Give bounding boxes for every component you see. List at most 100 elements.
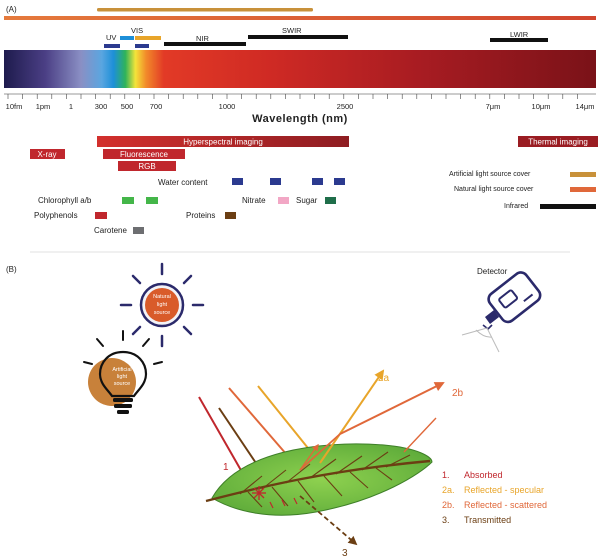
legend-artificial-label: Artificial light source cover xyxy=(449,171,531,178)
vis-lower-marker xyxy=(135,44,149,48)
scatter-arrow-2 xyxy=(403,417,437,453)
artificial-light-coverage-bar xyxy=(97,8,313,12)
legend-b-1-text: Absorbed xyxy=(464,470,503,480)
xray-bar xyxy=(30,149,65,159)
xray-label: X-ray xyxy=(37,150,56,159)
natural-source-line-3: source xyxy=(154,310,171,316)
detector-fov-arc xyxy=(475,329,493,338)
reflected-specular-ray xyxy=(319,369,385,464)
rgb-label: RGB xyxy=(138,162,155,171)
legend-infrared-label: Infrared xyxy=(504,203,528,210)
tick-label-7um: 7μm xyxy=(486,102,501,111)
leaf-veins xyxy=(239,451,411,508)
sugar-label: Sugar xyxy=(296,196,318,205)
natural-light-source: Natural light source xyxy=(119,262,205,348)
detector-lens xyxy=(485,310,499,324)
fluorescence-bar xyxy=(103,149,185,159)
vis-warm-marker xyxy=(135,36,161,40)
nir-band-marker xyxy=(164,42,246,46)
ray-label-specular: 2a xyxy=(378,373,390,384)
detector-fov-line-2 xyxy=(461,327,488,336)
bulb-base-3 xyxy=(117,410,129,414)
absorption-dashes xyxy=(269,497,298,509)
uv-band-marker xyxy=(104,44,120,48)
vis-blue-marker xyxy=(120,36,134,40)
detector-label: Detector xyxy=(477,267,508,276)
polyphenols-marker xyxy=(95,212,107,219)
thermal-imaging-bar xyxy=(518,136,598,147)
polyphenols-label: Polyphenols xyxy=(34,211,78,220)
thermal-imaging-label: Thermal imaging xyxy=(528,138,588,147)
hyperspectral-imaging-bar xyxy=(97,136,349,147)
water-marker-4 xyxy=(334,178,345,185)
wavelength-minor-ticks xyxy=(7,94,578,99)
sun-core xyxy=(145,288,179,322)
bulb-base-2 xyxy=(114,404,132,408)
tick-label-10um: 10μm xyxy=(532,102,551,111)
panel-b-label: (B) xyxy=(6,265,17,274)
panel-a-legend: Artificial light source cover Natural li… xyxy=(449,171,596,210)
wavelength-tick-labels: 10fm 1pm 1 300 500 700 1000 2500 7μm 10μ… xyxy=(6,102,595,111)
natural-light-coverage-bar xyxy=(4,16,596,20)
legend-b-1-num: 1. xyxy=(442,470,450,480)
artificial-source-line-2: light xyxy=(117,374,128,380)
scatter-arrow-1 xyxy=(299,443,319,471)
sun-rays xyxy=(119,262,205,348)
panel-b-legend: 1. Absorbed 2a. Reflected - specular 2b.… xyxy=(442,470,547,525)
tick-label-10fm: 10fm xyxy=(6,102,23,111)
absorption-burst xyxy=(252,486,266,500)
artificial-source-line-1: Artificial xyxy=(112,367,131,373)
swir-band-marker xyxy=(248,35,348,39)
chlorophyll-marker-2 xyxy=(146,197,158,204)
fluorescence-label: Fluorescence xyxy=(120,150,169,159)
ray-label-transmitted: 3 xyxy=(342,548,348,559)
hyperspectral-imaging-label: Hyperspectral imaging xyxy=(183,138,263,147)
band-label-lwir: LWIR xyxy=(510,30,529,39)
tick-label-14um: 14μm xyxy=(576,102,595,111)
band-label-swir: SWIR xyxy=(282,26,302,35)
water-marker-1 xyxy=(232,178,243,185)
artificial-source-line-3: source xyxy=(114,381,131,387)
chlorophyll-marker-1 xyxy=(122,197,134,204)
reflected-scattered-ray xyxy=(339,382,445,435)
legend-natural-swatch xyxy=(570,187,596,192)
detector: Detector xyxy=(461,267,542,353)
bulb-rays xyxy=(83,330,163,365)
legend-b-2a-num: 2a. xyxy=(442,485,455,495)
natural-source-line-1: Natural xyxy=(153,294,171,300)
lwir-band-marker xyxy=(490,38,548,42)
legend-infrared-swatch xyxy=(540,204,596,209)
sugar-marker xyxy=(325,197,336,204)
detector-screen xyxy=(498,289,518,309)
chlorophyll-label: Chlorophyll a/b xyxy=(38,196,92,205)
electromagnetic-spectrum-bar xyxy=(4,50,596,88)
water-marker-2 xyxy=(270,178,281,185)
bulb-glass xyxy=(98,350,148,398)
transmitted-ray xyxy=(299,495,358,546)
leaf xyxy=(205,443,433,516)
water-marker-3 xyxy=(312,178,323,185)
legend-b-3-num: 3. xyxy=(442,515,450,525)
ray-label-absorbed: 1 xyxy=(223,462,229,473)
legend-natural-label: Natural light source cover xyxy=(454,186,534,193)
reflected-scatter-segment xyxy=(299,433,341,471)
proteins-marker xyxy=(225,212,236,219)
detector-body xyxy=(487,271,542,324)
tick-label-1000: 1000 xyxy=(219,102,236,111)
band-label-vis: VIS xyxy=(131,26,143,35)
legend-b-2b-text: Reflected - scattered xyxy=(464,500,547,510)
carotene-label: Carotene xyxy=(94,226,127,235)
detector-slot xyxy=(523,293,534,303)
panel-a-label: (A) xyxy=(6,5,17,14)
band-label-nir: NIR xyxy=(196,34,210,43)
nitrate-marker xyxy=(278,197,289,204)
ray-label-scattered: 2b xyxy=(452,388,464,399)
tick-label-500: 500 xyxy=(121,102,134,111)
leaf-blade xyxy=(211,443,433,516)
detector-fov-line xyxy=(486,327,500,353)
proteins-label: Proteins xyxy=(186,211,215,220)
nitrate-label: Nitrate xyxy=(242,196,266,205)
carotene-marker xyxy=(133,227,144,234)
legend-artificial-swatch xyxy=(570,172,596,177)
